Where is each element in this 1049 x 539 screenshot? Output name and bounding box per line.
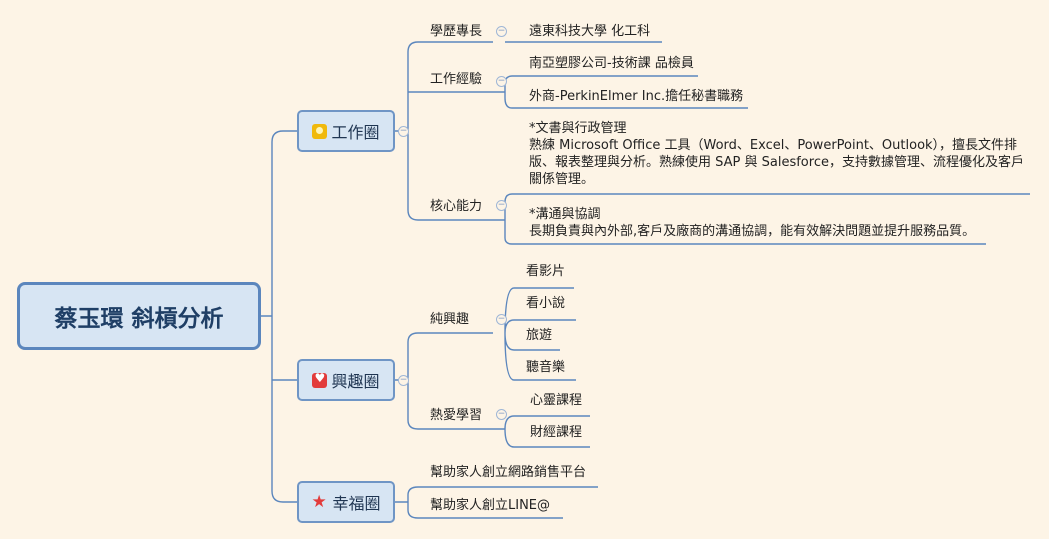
topic-learning-item[interactable]: 財經課程 (530, 425, 583, 440)
collapse-toggle-icon[interactable]: − (398, 126, 409, 137)
topic-learning-item[interactable]: 心靈課程 (530, 393, 583, 408)
star-icon: ★ (311, 491, 327, 512)
topic-interest-item[interactable]: 看小說 (526, 296, 566, 311)
topic-pure-interest[interactable]: 純興趣 (430, 312, 470, 327)
topic-interest-item[interactable]: 看影片 (526, 264, 566, 279)
node-hobby[interactable]: 興趣圈 (297, 359, 395, 401)
topic-core-communication[interactable]: *溝通與協調 長期負責與內外部,客戶及廠商的溝通協調，能有效解決問題並提升服務品… (529, 206, 1029, 240)
topic-core-skills[interactable]: 核心能力 (430, 199, 483, 214)
topic-happy-item[interactable]: 幫助家人創立網路銷售平台 (430, 465, 587, 480)
topic-core-admin[interactable]: *文書與行政管理 熟練 Microsoft Office 工具（Word、Exc… (529, 120, 1029, 188)
core-comm-title: *溝通與協調 (529, 207, 601, 222)
node-work-label: 工作圈 (331, 123, 380, 142)
collapse-toggle-icon[interactable]: − (496, 409, 507, 420)
core-admin-title: *文書與行政管理 (529, 121, 627, 136)
collapse-toggle-icon[interactable]: − (496, 26, 507, 37)
collapse-toggle-icon[interactable]: − (496, 76, 507, 87)
topic-interest-item[interactable]: 聽音樂 (526, 360, 566, 375)
node-hobby-label: 興趣圈 (331, 372, 380, 391)
collapse-toggle-icon[interactable]: − (496, 200, 507, 211)
core-admin-body: 熟練 Microsoft Office 工具（Word、Excel、PowerP… (529, 138, 1024, 187)
core-comm-body: 長期負責與內外部,客戶及廠商的溝通協調，能有效解決問題並提升服務品質。 (529, 224, 976, 239)
topic-education-item[interactable]: 遠東科技大學 化工科 (529, 24, 651, 39)
topic-happy-item[interactable]: 幫助家人創立LINE@ (430, 498, 551, 513)
node-happy-label: 幸福圈 (332, 494, 381, 513)
node-happy[interactable]: ★ 幸福圈 (297, 481, 395, 523)
topic-education[interactable]: 學歷專長 (430, 24, 483, 39)
topic-experience-item[interactable]: 外商-PerkinElmer Inc.擔任秘書職務 (529, 89, 744, 104)
collapse-toggle-icon[interactable]: − (398, 375, 409, 386)
topic-experience-item[interactable]: 南亞塑膠公司-技術課 品檢員 (529, 56, 694, 71)
heart-icon (312, 371, 328, 388)
lightbulb-icon (312, 123, 328, 139)
root-node[interactable]: 蔡玉環 斜槓分析 (17, 282, 261, 350)
collapse-toggle-icon[interactable]: − (496, 314, 507, 325)
node-work[interactable]: 工作圈 (297, 110, 395, 152)
topic-interest-item[interactable]: 旅遊 (526, 328, 553, 343)
topic-experience[interactable]: 工作經驗 (430, 72, 483, 87)
topic-learning[interactable]: 熱愛學習 (430, 408, 483, 423)
